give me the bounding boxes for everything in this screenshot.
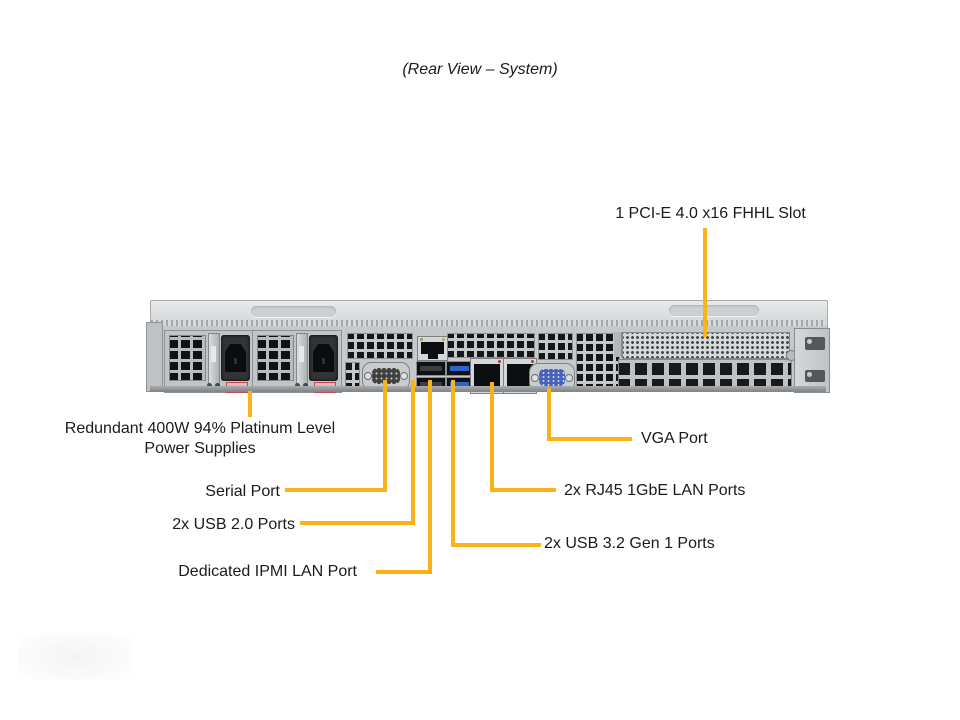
port-led xyxy=(442,338,445,341)
rj45-opening xyxy=(474,364,500,387)
bracket-clip xyxy=(805,370,825,382)
dsub-screw xyxy=(531,373,539,382)
serial-port-pins xyxy=(372,368,400,384)
io-vent-grid xyxy=(538,333,573,360)
vga-port-pins xyxy=(539,369,565,386)
usb-tongue xyxy=(420,366,442,371)
callout-line-usb2-v xyxy=(411,380,415,525)
callout-line-usb2-h xyxy=(300,521,415,525)
usb3-port-top xyxy=(446,361,473,376)
power-supply-module-1 xyxy=(164,330,254,393)
label-serial-port: Serial Port xyxy=(205,483,280,500)
chassis-bottom-edge xyxy=(150,386,826,392)
callout-line-vga-h xyxy=(547,437,632,441)
io-vent-grid xyxy=(345,362,360,390)
dsub-screw xyxy=(565,373,573,382)
callout-line-vga-v xyxy=(547,388,551,441)
chassis-right-bracket xyxy=(794,328,830,393)
server-chassis xyxy=(146,298,830,395)
callout-line-pcie xyxy=(703,228,707,337)
label-power-supplies-line2: Power Supplies xyxy=(144,440,256,457)
psu-handle xyxy=(208,333,220,390)
rear-vent-row xyxy=(618,359,792,391)
psu-status-led xyxy=(295,383,300,388)
inlet-pin xyxy=(322,358,325,364)
lan-port-1 xyxy=(470,358,504,394)
port-led xyxy=(498,360,501,363)
callout-line-psu xyxy=(248,391,252,417)
label-power-supplies: Redundant 400W 94% Platinum Level Power … xyxy=(50,419,350,459)
ac-power-inlet xyxy=(225,344,246,372)
watermark xyxy=(18,633,133,681)
usb2-port-top xyxy=(416,361,446,376)
usb-tongue-blue xyxy=(450,382,469,387)
chassis-rear-lip xyxy=(151,320,825,326)
psu-inlet-recess xyxy=(221,335,250,381)
callout-line-serial-h xyxy=(285,488,387,492)
io-vent-grid xyxy=(576,333,620,391)
callout-line-serial-v xyxy=(383,380,387,492)
psu-vent-grille xyxy=(169,335,206,381)
label-usb2-ports: 2x USB 2.0 Ports xyxy=(172,516,295,533)
psu-handle-label xyxy=(299,346,304,362)
bracket-clip xyxy=(805,337,825,350)
clip-screw xyxy=(807,339,812,344)
label-vga-port: VGA Port xyxy=(641,430,708,447)
port-led xyxy=(420,338,423,341)
io-vent-grid xyxy=(447,333,535,358)
callout-line-lan-h xyxy=(490,488,556,492)
label-lan-ports: 2x RJ45 1GbE LAN Ports xyxy=(564,482,746,499)
callout-line-usb3-v xyxy=(451,380,455,547)
lid-handle-indent xyxy=(251,306,336,317)
rj45-opening xyxy=(507,364,533,387)
ac-power-inlet xyxy=(313,344,334,372)
ipmi-lan-port xyxy=(417,336,448,361)
label-usb3-ports: 2x USB 3.2 Gen 1 Ports xyxy=(544,535,715,552)
psu-status-led xyxy=(215,383,220,388)
rj45-tab xyxy=(427,354,438,359)
psu-handle xyxy=(296,333,308,390)
clip-screw xyxy=(807,372,812,377)
label-pcie-slot: 1 PCI-E 4.0 x16 FHHL Slot xyxy=(615,205,806,222)
dsub-screw xyxy=(400,372,408,380)
callout-line-ipmi-v xyxy=(428,380,432,574)
lid-handle-indent xyxy=(669,305,759,316)
callout-line-usb3-h xyxy=(451,543,541,547)
callout-line-lan-v xyxy=(490,382,494,492)
label-power-supplies-line1: Redundant 400W 94% Platinum Level xyxy=(64,420,336,437)
inlet-pin xyxy=(234,358,237,364)
rj45-opening xyxy=(421,342,444,354)
usb-tongue-blue xyxy=(450,366,469,371)
port-led xyxy=(531,360,534,363)
psu-handle-label xyxy=(211,346,216,362)
pci-bracket-end xyxy=(614,332,622,357)
psu-inlet-recess xyxy=(309,335,338,381)
diagram-title: (Rear View – System) xyxy=(402,61,558,78)
chassis-left-bracket xyxy=(146,322,163,392)
psu-status-led xyxy=(303,383,308,388)
callout-line-ipmi-h xyxy=(376,570,432,574)
dsub-screw xyxy=(364,372,372,380)
power-supply-module-2 xyxy=(252,330,342,393)
label-ipmi-lan-port: Dedicated IPMI LAN Port xyxy=(178,563,357,580)
psu-vent-grille xyxy=(257,335,294,381)
psu-status-led xyxy=(207,383,212,388)
io-vent-grid xyxy=(347,333,413,359)
